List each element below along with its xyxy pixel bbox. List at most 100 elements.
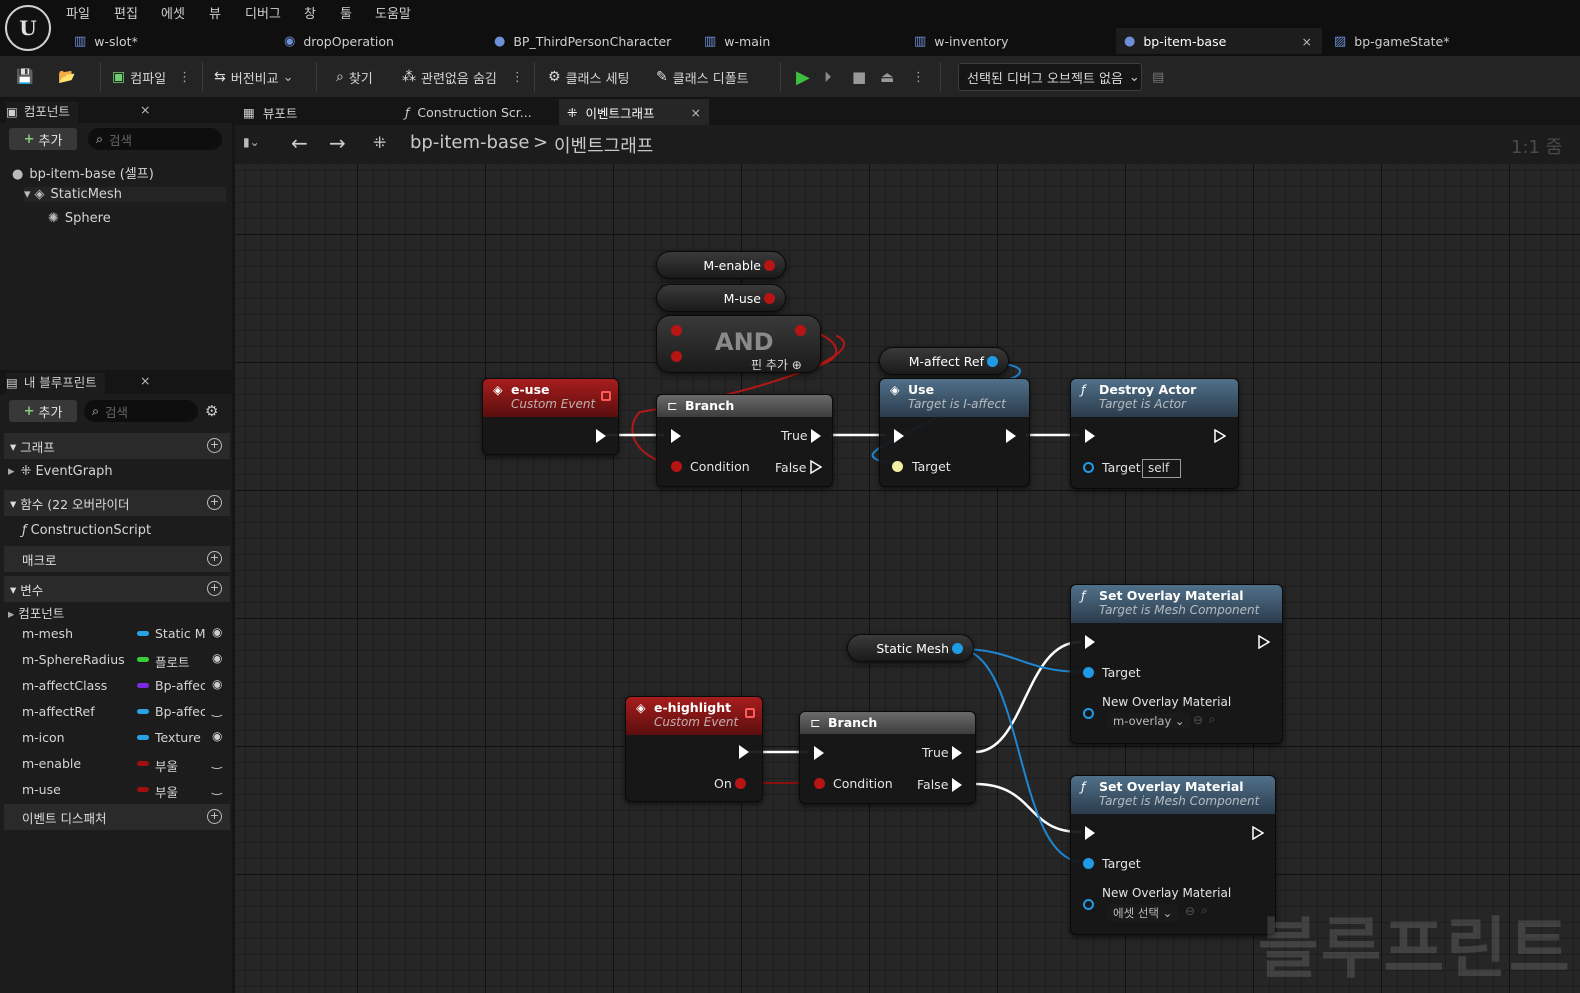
node-m-enable-getter[interactable]: M-enable [656, 251, 786, 279]
compile-button[interactable]: ▣컴파일⋮ [112, 69, 192, 87]
exec-out-pin-icon[interactable] [1006, 429, 1016, 443]
section-macros[interactable]: 매크로+ [4, 546, 230, 572]
forward-arrow-icon[interactable]: → [329, 131, 346, 155]
eye-open-icon[interactable]: ◉ [212, 625, 223, 639]
boolean-pin-icon[interactable] [671, 325, 682, 336]
object-pin-icon[interactable] [1083, 667, 1094, 678]
save-icon[interactable]: 💾 [16, 69, 34, 85]
add-component-button[interactable]: +추가 [9, 128, 77, 150]
exec-true-pin-icon[interactable] [952, 746, 962, 760]
exec-out-pin-icon[interactable] [1252, 826, 1264, 840]
find-button[interactable]: ⌕찾기 [336, 69, 373, 87]
debug-filter-icon[interactable]: ▤ [1152, 69, 1165, 85]
tab-bp-game-state[interactable]: ▨bp-gameState* [1334, 33, 1450, 49]
exec-in-pin-icon[interactable] [1085, 826, 1095, 840]
exec-out-pin-icon[interactable] [596, 429, 606, 443]
more-options-icon[interactable]: ⋮ [912, 69, 925, 85]
menu-edit[interactable]: 편집 [114, 7, 138, 22]
section-variables[interactable]: ▾변수+ [4, 576, 230, 602]
eye-closed-icon[interactable]: ‿ [212, 755, 222, 769]
use-selected-asset-icon[interactable]: ⊖ [1185, 904, 1196, 918]
delegate-pin-icon[interactable] [601, 391, 611, 401]
tab-event-graph[interactable]: ⁜이벤트그래프× [559, 99, 709, 125]
object-pin-icon[interactable] [952, 643, 963, 654]
add-graph-icon[interactable]: + [207, 438, 222, 453]
object-pin-icon[interactable] [1083, 858, 1094, 869]
diff-button[interactable]: ⇆버전비교⌄ [214, 69, 294, 87]
boolean-pin-icon[interactable] [735, 778, 746, 789]
close-icon[interactable]: × [140, 102, 151, 117]
boolean-pin-icon[interactable] [764, 260, 775, 271]
stop-icon[interactable]: ■ [852, 68, 867, 86]
menu-file[interactable]: 파일 [66, 7, 90, 22]
close-icon[interactable]: × [140, 373, 151, 388]
node-and[interactable]: AND 핀 추가 ⊕ [656, 315, 821, 373]
delegate-pin-icon[interactable] [745, 708, 755, 718]
menu-help[interactable]: 도움말 [375, 7, 411, 22]
exec-in-pin-icon[interactable] [1085, 429, 1095, 443]
eye-closed-icon[interactable]: ‿ [212, 781, 222, 795]
component-search-input[interactable]: ⌕검색 [88, 128, 222, 150]
use-selected-asset-icon[interactable]: ⊖ [1193, 713, 1204, 727]
interface-pin-icon[interactable] [892, 461, 903, 472]
eye-open-icon[interactable]: ◉ [212, 677, 223, 691]
menu-debug[interactable]: 디버그 [245, 7, 281, 22]
tab-bp-third-person-character[interactable]: ●BP_ThirdPersonCharacter [494, 33, 672, 49]
bookmark-icon[interactable]: ▮⌄ [243, 135, 260, 149]
add-function-icon[interactable]: + [207, 495, 222, 510]
class-settings-button[interactable]: ⚙클래스 세팅 [548, 69, 630, 87]
close-tab-icon[interactable]: × [1301, 33, 1312, 49]
back-arrow-icon[interactable]: ← [291, 131, 308, 155]
exec-in-pin-icon[interactable] [1085, 635, 1095, 649]
section-functions[interactable]: ▾함수 (22 오버라이더+ [4, 490, 230, 516]
exec-out-pin-icon[interactable] [1258, 635, 1270, 649]
self-value-box[interactable]: self [1142, 459, 1181, 478]
close-tab-icon[interactable]: × [690, 104, 701, 120]
eject-icon[interactable]: ⏏ [880, 68, 895, 86]
exec-false-pin-icon[interactable] [952, 778, 962, 792]
eye-open-icon[interactable]: ◉ [212, 729, 223, 743]
boolean-pin-icon[interactable] [814, 778, 825, 789]
tree-item-sphere[interactable]: ✺Sphere [48, 211, 111, 226]
event-graph-canvas[interactable]: M-enable M-use AND 핀 추가 ⊕ M-affect Ref ◈… [235, 164, 1580, 993]
tab-viewport[interactable]: ▦뷰포트 [243, 104, 298, 121]
tab-w-main[interactable]: ▥w-main [704, 33, 771, 49]
overlay-material-select[interactable]: m-overlay ⌄ [1107, 713, 1191, 729]
tab-w-slot[interactable]: ▥w-slot* [74, 33, 138, 49]
overlay-material-select[interactable]: 에셋 선택 ⌄ [1107, 904, 1179, 922]
exec-out-pin-icon[interactable] [1214, 429, 1226, 443]
unreal-logo-icon[interactable]: U [5, 5, 51, 51]
exec-out-pin-icon[interactable] [739, 745, 749, 759]
boolean-pin-icon[interactable] [671, 461, 682, 472]
object-pin-icon[interactable] [1083, 899, 1094, 910]
tab-w-inventory[interactable]: ▥w-inventory [914, 33, 1009, 49]
object-pin-icon[interactable] [1083, 462, 1094, 473]
blueprint-search-input[interactable]: ⌕검색 [84, 400, 198, 422]
browse-asset-icon[interactable]: ⌕ [1201, 903, 1208, 917]
menu-tools[interactable]: 툴 [340, 7, 352, 22]
exec-true-pin-icon[interactable] [811, 429, 821, 443]
debug-object-select[interactable]: 선택된 디버그 오브젝트 없음⌄ [958, 63, 1142, 91]
breadcrumb-root[interactable]: bp-item-base [410, 132, 530, 153]
add-variable-icon[interactable]: + [207, 581, 222, 596]
object-pin-icon[interactable] [1083, 708, 1094, 719]
boolean-pin-icon[interactable] [671, 351, 682, 362]
tree-item-static-mesh[interactable]: ▾◈StaticMesh [24, 187, 226, 202]
tab-drop-operation[interactable]: ◉dropOperation [284, 33, 394, 49]
tree-item-self[interactable]: ●bp-item-base (셀프) [12, 167, 154, 182]
eye-open-icon[interactable]: ◉ [212, 651, 223, 665]
menu-window[interactable]: 창 [304, 7, 316, 22]
class-defaults-button[interactable]: ✎클래스 디폴트 [656, 69, 749, 87]
tab-bp-item-base[interactable]: ●bp-item-base× [1116, 28, 1322, 54]
hide-unrelated-button[interactable]: ⁂관련없음 숨김⋮ [402, 69, 524, 87]
